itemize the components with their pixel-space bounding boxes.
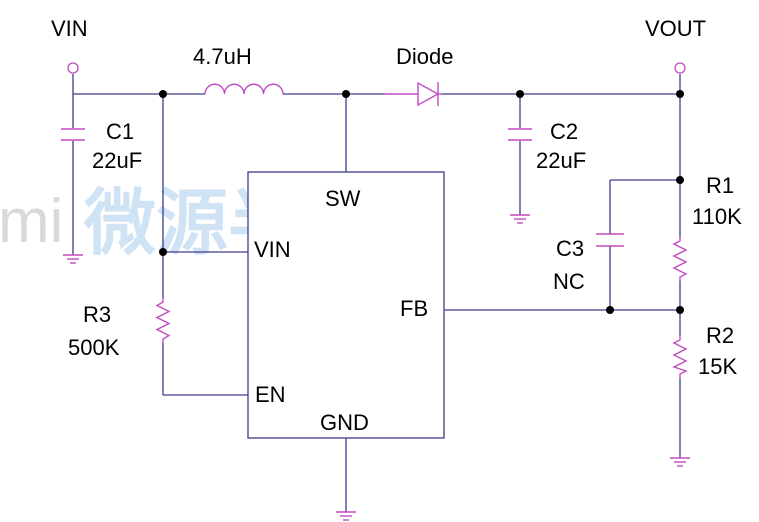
resistor-r3-symbol [155, 298, 171, 343]
vout-terminal [674, 62, 686, 74]
label-pin-sw: SW [325, 186, 361, 211]
resistor-r2-symbol [672, 336, 688, 378]
watermark-latin: mi [0, 187, 63, 256]
diode-symbol [385, 81, 442, 107]
label-pin-vin: VIN [254, 237, 291, 262]
label-r2-value: 15K [698, 354, 737, 379]
label-vin: VIN [51, 16, 88, 41]
label-inductor: 4.7uH [193, 44, 252, 69]
ground-r2-icon [670, 457, 690, 467]
ground-c1-icon [63, 254, 83, 264]
vin-terminal [67, 62, 79, 74]
label-c2-name: C2 [550, 119, 578, 144]
label-r1-name: R1 [706, 173, 734, 198]
capacitor-c3-symbol [596, 233, 624, 247]
label-c3-value: NC [553, 269, 585, 294]
label-c3-name: C3 [556, 236, 584, 261]
junction-dots [159, 90, 684, 314]
label-pin-en: EN [255, 382, 286, 407]
label-r1-value: 110K [692, 204, 742, 229]
ground-c2-icon [510, 214, 530, 224]
label-pin-gnd: GND [320, 410, 369, 435]
label-pin-fb: FB [400, 296, 428, 321]
label-r3-value: 500K [68, 335, 120, 360]
label-vout: VOUT [645, 16, 706, 41]
label-diode: Diode [396, 44, 453, 69]
capacitor-c1-symbol [61, 128, 85, 141]
label-r2-name: R2 [706, 323, 734, 348]
wires [72, 74, 681, 512]
label-c2-value: 22uF [536, 148, 586, 173]
label-c1-value: 22uF [92, 148, 142, 173]
ground-ic-icon [336, 511, 356, 521]
ic-chip-box [247, 171, 445, 439]
capacitor-c2-symbol [508, 128, 532, 141]
label-r3-name: R3 [83, 302, 111, 327]
label-c1-name: C1 [106, 119, 134, 144]
inductor-symbol [204, 83, 284, 95]
resistor-r1-symbol [672, 237, 688, 281]
